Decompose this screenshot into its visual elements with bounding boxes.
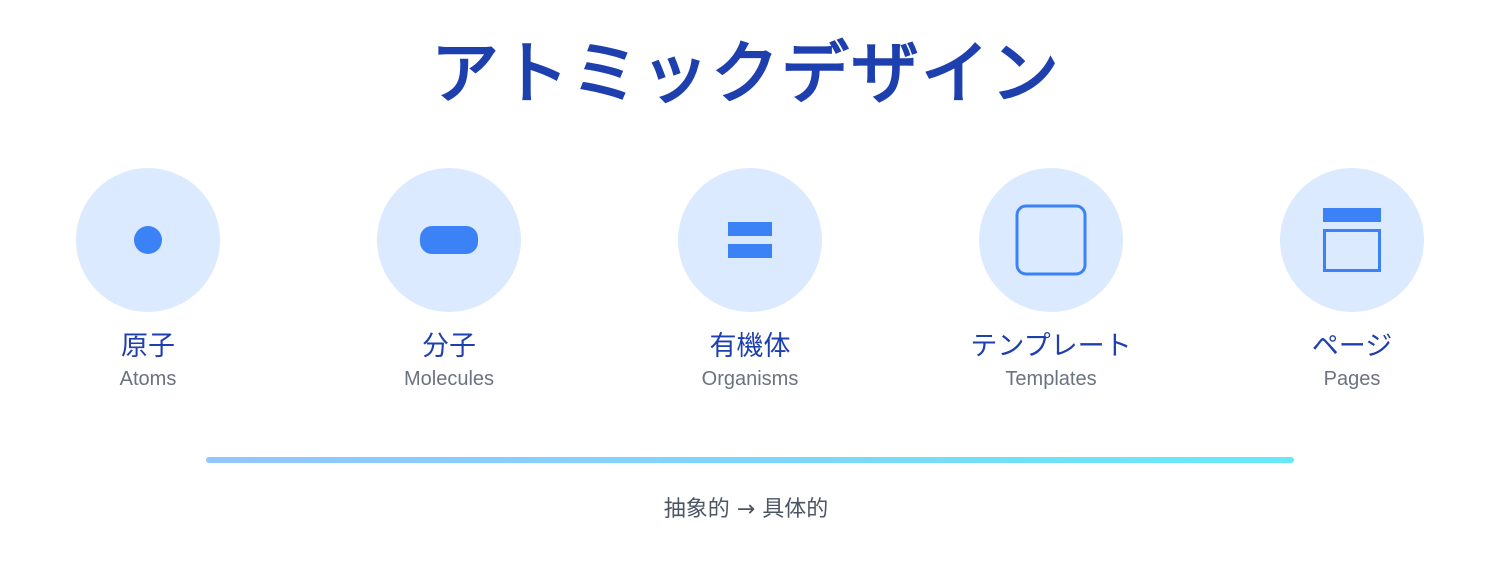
progression-caption: 抽象的 → 具体的 [663,497,829,522]
dot-icon [134,226,162,254]
step-circle [76,168,220,312]
step-templates: テンプレート Templates [921,168,1181,392]
step-label-ja: 分子 [422,331,476,362]
step-circle [678,168,822,312]
step-circle [1280,168,1424,312]
step-label-ja: テンプレート [970,331,1132,362]
step-label-en: Molecules [403,368,495,390]
step-circle [979,168,1123,312]
step-circle [377,168,521,312]
step-label-ja: 原子 [121,331,175,362]
step-label-en: Organisms [701,368,799,390]
step-atoms: 原子 Atoms [18,168,278,392]
page-title: アトミックデザイン [430,35,1061,114]
step-label-en: Pages [1323,368,1381,390]
step-molecules: 分子 Molecules [319,168,579,392]
step-label-ja: ページ [1311,331,1393,362]
progression-bar [206,457,1294,463]
step-label-en: Atoms [119,368,177,390]
pill-icon [420,226,478,254]
page-layout-icon [1323,208,1381,272]
step-organisms: 有機体 Organisms [620,168,880,392]
step-label-en: Templates [1005,368,1097,390]
step-pages: ページ Pages [1222,168,1482,392]
stacked-bars-icon [728,222,772,258]
rounded-square-icon [1015,204,1087,276]
step-label-ja: 有機体 [709,331,791,362]
